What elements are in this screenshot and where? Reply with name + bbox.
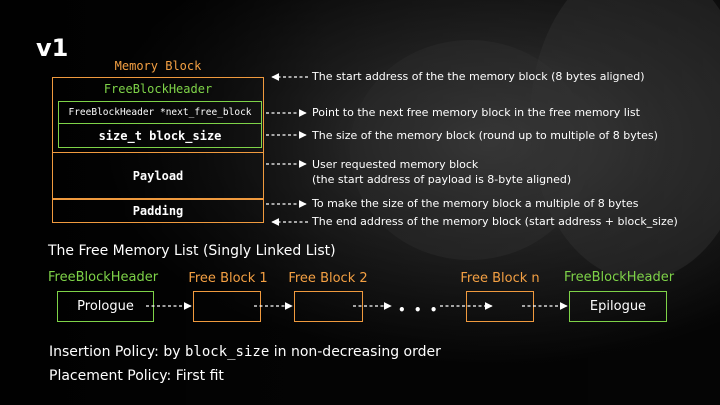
- prologue-type-label: FreeBlockHeader: [48, 270, 159, 285]
- insertion-policy-code: block_size: [184, 344, 270, 360]
- placement-policy: Placement Policy: First fit: [49, 368, 224, 384]
- ellipsis: • • •: [398, 303, 440, 317]
- annotation-end-address: The end address of the memory block (sta…: [312, 215, 678, 228]
- insertion-policy-prefix: Insertion Policy: by: [49, 344, 185, 360]
- annotation-block-size: The size of the memory block (round up t…: [312, 129, 658, 142]
- padding-label: Padding: [132, 203, 184, 218]
- annotation-start-address: The start address of the the memory bloc…: [312, 70, 645, 83]
- prologue-label: Prologue: [77, 299, 134, 314]
- epilogue-node: Epilogue: [569, 291, 667, 322]
- annotation-next-free-block: Point to the next free memory block in t…: [312, 106, 640, 119]
- free-block-header-title: FreeBlockHeader: [103, 82, 213, 96]
- free-block-1-label: Free Block 1: [188, 271, 268, 286]
- slide-title: v1: [36, 34, 69, 62]
- epilogue-type-label: FreeBlockHeader: [564, 270, 675, 285]
- epilogue-label: Epilogue: [589, 299, 647, 314]
- block-size-label: size_t block_size: [98, 128, 222, 143]
- free-list-title: The Free Memory List (Singly Linked List…: [48, 243, 336, 259]
- free-block-n-label: Free Block n: [460, 271, 540, 286]
- insertion-policy-suffix: in non-decreasing order: [269, 344, 441, 360]
- next-free-block-label: FreeBlockHeader *next_free_block: [68, 107, 252, 118]
- annotation-payload-line1: User requested memory block: [312, 158, 479, 171]
- annotation-payload-line2: (the start address of payload is 8-byte …: [312, 173, 572, 186]
- padding-section: Padding: [52, 198, 264, 223]
- payload-section: Payload: [52, 152, 264, 200]
- insertion-policy: Insertion Policy: by block_size in non-d…: [49, 344, 441, 360]
- memory-block-title: Memory Block: [114, 59, 202, 73]
- free-block-2-node: [294, 291, 363, 322]
- block-size-field: size_t block_size: [58, 123, 262, 148]
- annotation-padding: To make the size of the memory block a m…: [312, 197, 639, 210]
- payload-label: Payload: [132, 169, 184, 183]
- free-block-2-label: Free Block 2: [288, 271, 368, 286]
